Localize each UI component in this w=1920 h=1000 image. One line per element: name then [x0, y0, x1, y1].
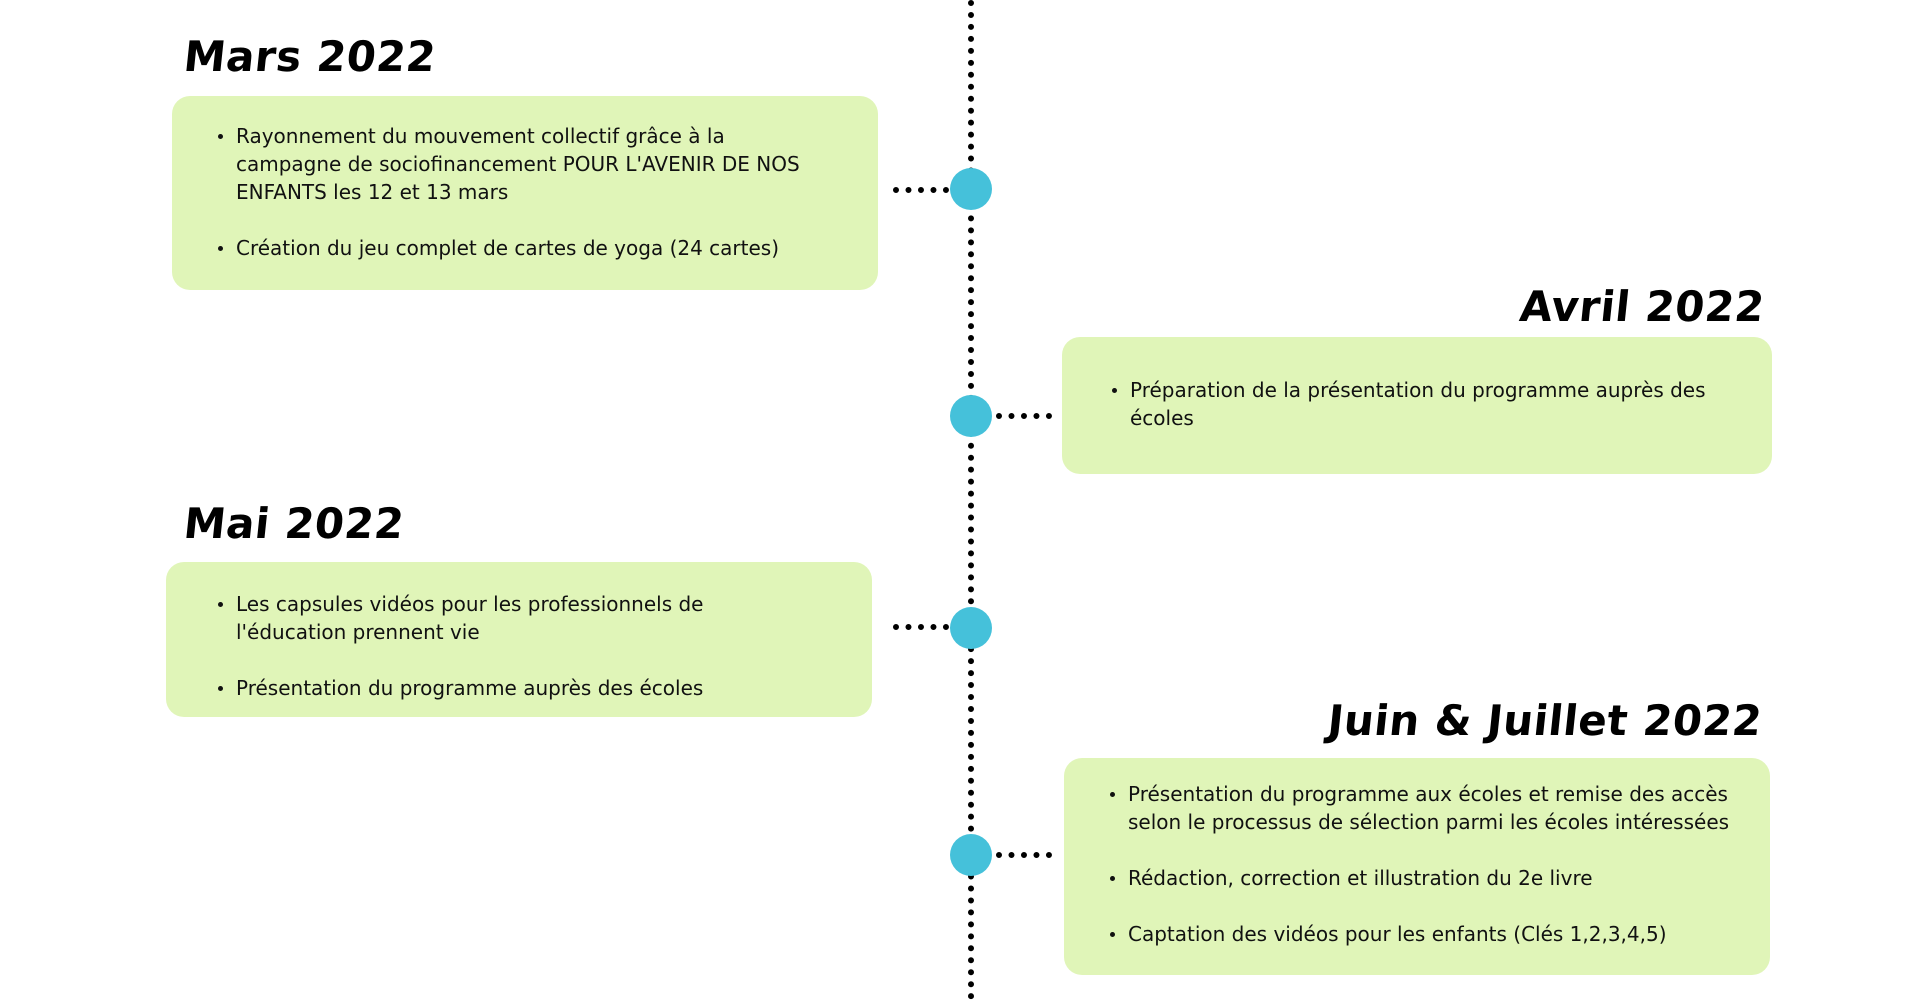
list-item: Préparation de la présentation du progra…: [1110, 376, 1712, 432]
list-item: Rayonnement du mouvement collectif grâce…: [216, 122, 818, 206]
timeline-spine: [968, 0, 974, 1000]
timeline-node-mars: [950, 168, 992, 210]
timeline-node-avril: [950, 395, 992, 437]
milestone-card-juin-juillet: Présentation du programme aux écoles et …: [1064, 758, 1770, 975]
milestone-title-mars: Mars 2022: [181, 32, 439, 81]
list-item: Création du jeu complet de cartes de yog…: [216, 234, 818, 262]
milestone-title-mai: Mai 2022: [181, 499, 407, 548]
timeline-node-mai: [950, 607, 992, 649]
milestone-card-mai: Les capsules vidéos pour les professionn…: [166, 562, 872, 717]
milestone-title-juin-juillet: Juin & Juillet 2022: [1325, 696, 1765, 745]
list-item: Captation des vidéos pour les enfants (C…: [1108, 920, 1730, 948]
connector-mai: [893, 624, 949, 630]
list-item: Présentation du programme auprès des éco…: [216, 674, 812, 702]
milestone-card-avril: Préparation de la présentation du progra…: [1062, 337, 1772, 474]
connector-juin-juillet: [996, 852, 1052, 858]
list-item: Présentation du programme aux écoles et …: [1108, 780, 1730, 836]
timeline-node-juin-juillet: [950, 834, 992, 876]
connector-avril: [996, 413, 1052, 419]
list-item: Rédaction, correction et illustration du…: [1108, 864, 1730, 892]
milestone-title-avril: Avril 2022: [1517, 282, 1767, 331]
milestone-card-mars: Rayonnement du mouvement collectif grâce…: [172, 96, 878, 290]
list-item: Les capsules vidéos pour les professionn…: [216, 590, 812, 646]
connector-mars: [893, 187, 949, 193]
